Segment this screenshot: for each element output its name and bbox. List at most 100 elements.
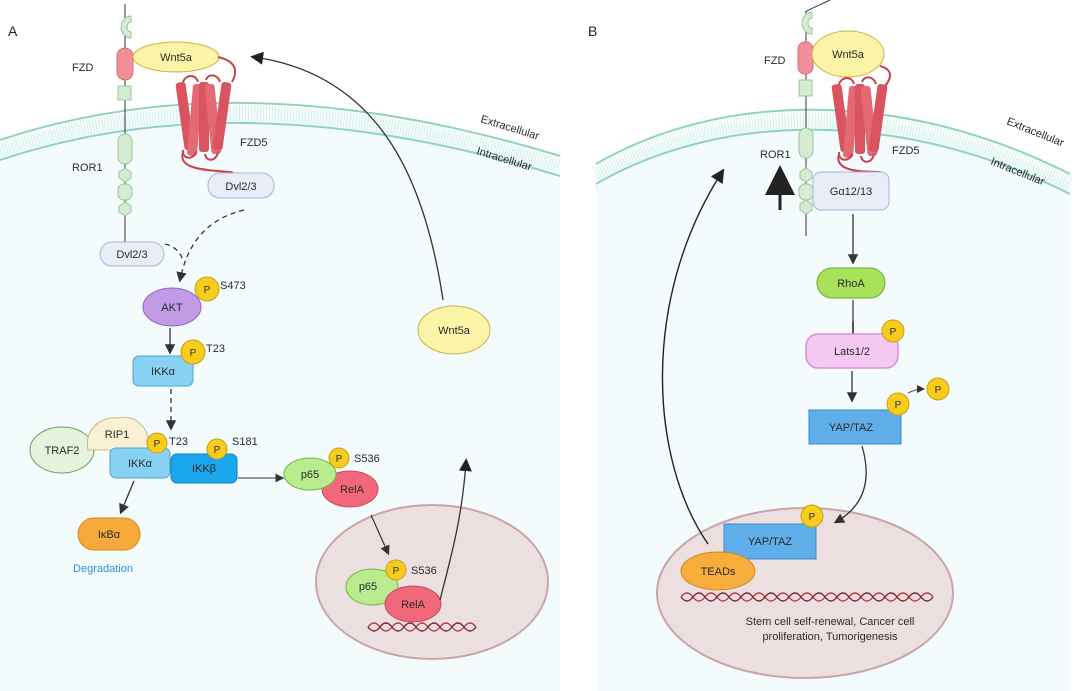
yaptaz-nuclear-node <box>723 523 817 560</box>
fzd5-label-b: FZD5 <box>892 145 920 157</box>
akt-node <box>142 287 202 327</box>
fzd-label-a: FZD <box>72 62 93 74</box>
fzd5-receptor-a <box>175 56 237 181</box>
p65-nuclear-site-label: S536 <box>411 565 437 577</box>
wnt5a-secreted-node <box>417 305 491 355</box>
ikka-node <box>109 447 171 479</box>
phospho-yaptaz <box>886 392 910 416</box>
outcome-line2: proliferation, Tumorigenesis <box>762 631 898 643</box>
ikba-node <box>77 517 141 551</box>
ikka-site-label: T23 <box>169 436 188 448</box>
panel-b-letter: B <box>588 23 597 39</box>
cell-membrane-a <box>0 101 563 177</box>
galpha-node <box>812 171 890 211</box>
wnt5a-ligand-b <box>811 30 885 78</box>
p65-nuclear-node <box>345 568 399 606</box>
ikkb-label: IKKβ <box>192 463 216 475</box>
ror1-label-b: ROR1 <box>760 149 791 161</box>
galpha-label: Gα12/13 <box>830 186 872 198</box>
panel-b: B Extracellular Intracellular FZD ROR1 W… <box>588 0 1074 691</box>
wnt5a-ligand-b-label: Wnt5a <box>832 49 865 61</box>
rhoa-label: RhoA <box>837 278 865 290</box>
phospho-ikkb-label: P <box>214 445 221 456</box>
dvl-fzd5-label: Dvl2/3 <box>225 181 256 193</box>
lats-label: Lats1/2 <box>834 346 870 358</box>
rela-nuclear-node <box>384 585 442 623</box>
dna-helix-b <box>680 592 934 602</box>
yaptaz-nuclear-label: YAP/TAZ <box>748 536 792 548</box>
outcome-line1: Stem cell self-renewal, Cancer cell <box>746 616 915 628</box>
phospho-p65-nuclear <box>385 559 407 581</box>
traf2-label: TRAF2 <box>45 445 80 457</box>
teads-node <box>680 551 756 591</box>
phospho-p65 <box>328 447 350 469</box>
akt-label: AKT <box>161 302 183 314</box>
yaptaz-to-nucleus-arrow <box>833 445 867 524</box>
phospho-lats <box>881 319 905 343</box>
ikka-label: IKKα <box>128 458 153 470</box>
nucleus-to-wnt5a-arrow <box>439 458 472 601</box>
p65-label: p65 <box>301 469 319 481</box>
phospho-p65-label: P <box>336 454 343 465</box>
dvl-to-akt-arrow <box>176 209 245 283</box>
wnt5a-ligand-a-label: Wnt5a <box>160 52 193 64</box>
fzd-label-b: FZD <box>764 55 785 67</box>
fzd5-receptor-b <box>831 65 891 181</box>
extracellular-label-b: Extracellular <box>1005 116 1066 150</box>
phospho-akt <box>194 276 220 302</box>
ikka-to-ikba-arrow <box>119 480 135 515</box>
dna-helix-a <box>367 622 477 632</box>
phospho-ikkb <box>206 438 228 460</box>
phospho-ikka-label: P <box>154 439 161 450</box>
yaptaz-node <box>808 409 902 445</box>
extracellular-label-a: Extracellular <box>479 113 541 142</box>
fzd-domain-b <box>797 41 814 75</box>
phospho-akt-label: P <box>204 285 211 296</box>
phospho-p65-nuclear-label: P <box>393 566 400 577</box>
rip1-label: RIP1 <box>105 429 129 441</box>
p65-nuclear-label: p65 <box>359 581 377 593</box>
wnt5a-secreted-label: Wnt5a <box>438 325 471 337</box>
nucleus-a <box>315 504 549 660</box>
phospho-yaptaz-nuclear-label: P <box>809 512 816 523</box>
dvl-fzd5-box <box>207 172 275 199</box>
phospho-ikka-top <box>180 339 206 365</box>
p65-site-label: S536 <box>354 453 380 465</box>
wnt5a-secretion-arrow <box>250 51 444 301</box>
ikka-top-node <box>132 355 194 387</box>
ikka-top-label: IKKα <box>151 366 176 378</box>
phospho-release-arrow <box>907 385 925 394</box>
yaptaz-label: YAP/TAZ <box>829 422 873 434</box>
ikkb-node <box>170 453 238 484</box>
panel-a: A Extracellular Intracellular FZD ROR1 W… <box>0 4 563 691</box>
ikba-label: IκBα <box>98 529 121 541</box>
rhoa-node <box>816 267 886 299</box>
phospho-released-label: P <box>935 385 942 396</box>
degradation-label: Degradation <box>73 563 133 575</box>
teads-to-ror1-arrow <box>661 168 725 545</box>
cell-membrane-b <box>591 108 1074 195</box>
teads-label: TEADs <box>701 566 736 578</box>
fzd5-label-a: FZD5 <box>240 137 268 149</box>
dvl-ror1-dash <box>164 243 183 259</box>
phospho-lats-label: P <box>890 327 897 338</box>
phospho-ikka <box>146 432 168 454</box>
rela-label: RelA <box>340 484 365 496</box>
dvl-ror1-label: Dvl2/3 <box>116 249 147 261</box>
rela-nuclear-label: RelA <box>401 599 426 611</box>
ror1-receptor-a <box>116 4 134 245</box>
panel-a-letter: A <box>8 23 18 39</box>
dvl-ror1-box <box>99 241 165 267</box>
ror1-receptor-b <box>797 0 831 236</box>
phospho-released <box>926 377 950 401</box>
phospho-ikka-top-label: P <box>190 348 197 359</box>
akt-site-label: S473 <box>220 280 246 292</box>
rela-node <box>321 470 379 508</box>
p65-node <box>283 457 337 491</box>
ikka-top-site-label: T23 <box>206 343 225 355</box>
p65-to-nucleus-arrow <box>370 514 390 556</box>
ror1-label-a: ROR1 <box>72 162 103 174</box>
phospho-yaptaz-nuclear <box>800 504 824 528</box>
fzd-domain-a <box>116 47 134 81</box>
